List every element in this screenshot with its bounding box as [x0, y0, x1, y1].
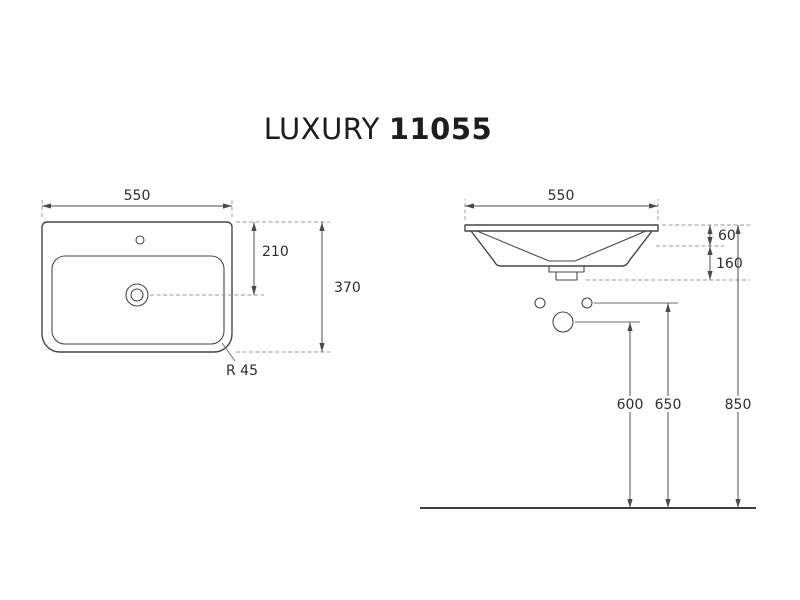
plan-depth-label: 370: [334, 280, 361, 296]
plan-view: [41, 221, 233, 353]
plan-radius-callout: R 45: [221, 342, 258, 379]
tap-hole-inner: [130, 288, 144, 302]
basin-outline: [41, 221, 233, 353]
front-dim-width: 550: [464, 188, 659, 220]
corner-radius-label: R 45: [226, 363, 258, 379]
plan-dim-width: 550: [41, 188, 233, 217]
dim-wall-holes-height: 650: [594, 302, 686, 508]
waste-outlet-hole: [552, 311, 574, 333]
front-view: [464, 224, 659, 333]
total-depth-label: 160: [716, 256, 743, 272]
plan-tap-depth-label: 210: [262, 244, 289, 260]
dim-rim-floor-height: 850: [720, 225, 756, 508]
plan-dim-tap-depth: 210: [150, 221, 330, 296]
dim-waste-outlet-height: 600: [575, 321, 648, 508]
wall-hole-right: [581, 297, 593, 309]
wall-hole-left: [534, 297, 546, 309]
front-dim-total-depth: 160: [586, 246, 750, 281]
plan-dim-depth: 370: [236, 222, 361, 353]
drain-outlet: [555, 271, 578, 281]
bowl-left-edge: [476, 230, 550, 262]
tap-hole-outer: [125, 283, 149, 307]
rim-height-label: 60: [718, 228, 736, 244]
rim-floor-height-label: 850: [725, 397, 752, 413]
drain-flange: [548, 265, 585, 273]
rim-profile: [464, 224, 659, 232]
wall-holes-height-label: 650: [655, 397, 682, 413]
model-number: 11055: [388, 112, 493, 146]
overflow-hole: [135, 235, 145, 245]
bowl-right-edge: [574, 230, 647, 262]
front-width-label: 550: [548, 188, 575, 204]
front-dim-rim-height: 60: [656, 224, 750, 247]
plan-width-label: 550: [124, 188, 151, 204]
brand-name: LUXURY: [263, 112, 380, 146]
bowl-outline: [51, 255, 225, 345]
waste-outlet-height-label: 600: [617, 397, 644, 413]
